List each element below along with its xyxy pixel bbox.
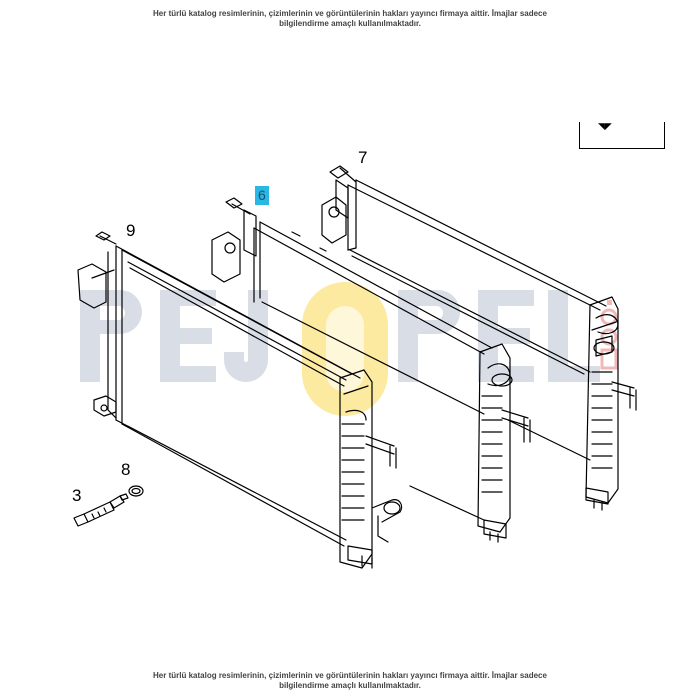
- index-box: ◥◤: [579, 122, 665, 149]
- radiator-part-7: [321, 165, 637, 511]
- notice-bottom-line2: bilgilendirme amaçlı kullanılmaktadır.: [279, 681, 421, 690]
- index-marker-icon: ◥◤: [598, 121, 612, 131]
- copyright-notice-bottom: Her türlü katalog resimlerinin, çizimler…: [0, 671, 700, 691]
- callout-6[interactable]: 6: [255, 186, 269, 205]
- radiator-part-6: [211, 197, 531, 543]
- callout-8[interactable]: 8: [121, 460, 131, 479]
- notice-bottom-line1: Her türlü katalog resimlerinin, çizimler…: [153, 671, 547, 680]
- o-ring-part-8: [128, 485, 144, 497]
- copyright-notice-top: Her türlü katalog resimlerinin, çizimler…: [0, 9, 700, 29]
- drain-plug-part-3: [73, 493, 129, 527]
- callout-7[interactable]: 7: [358, 148, 368, 167]
- callout-9[interactable]: 9: [126, 221, 136, 240]
- notice-top-line2: bilgilendirme amaçlı kullanılmaktadır.: [279, 19, 421, 28]
- callout-3[interactable]: 3: [72, 486, 82, 505]
- radiator-part-9: [77, 231, 403, 569]
- notice-top-line1: Her türlü katalog resimlerinin, çizimler…: [153, 9, 547, 18]
